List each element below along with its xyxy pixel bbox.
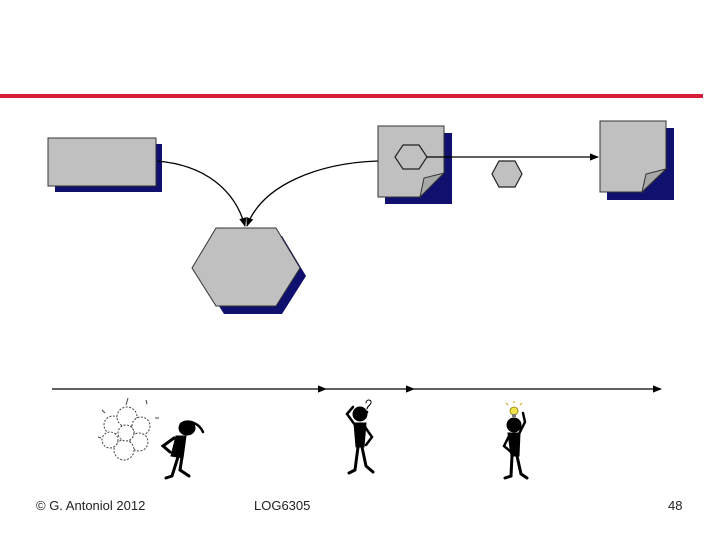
arrow-document-to-hexagon [246, 160, 379, 227]
footer-copyright: © G. Antoniol 2012 [36, 498, 146, 513]
footer-page-number: 48 [668, 498, 683, 513]
thinking-person-icon [345, 399, 375, 475]
lightbulb-icon [505, 401, 523, 417]
arrow-rect-to-hexagon [156, 160, 247, 227]
cloud-marks [97, 397, 159, 439]
document-2 [599, 120, 674, 200]
idea-person-icon [502, 411, 529, 480]
document-1 [377, 125, 452, 204]
confused-person-icon [160, 420, 205, 480]
document-1-hexagon [394, 144, 428, 170]
source-rectangle [47, 137, 162, 192]
footer-course-code: LOG6305 [254, 498, 311, 513]
process-hexagon [191, 227, 306, 314]
cloud-icon [101, 406, 151, 461]
small-hexagon [491, 160, 523, 188]
